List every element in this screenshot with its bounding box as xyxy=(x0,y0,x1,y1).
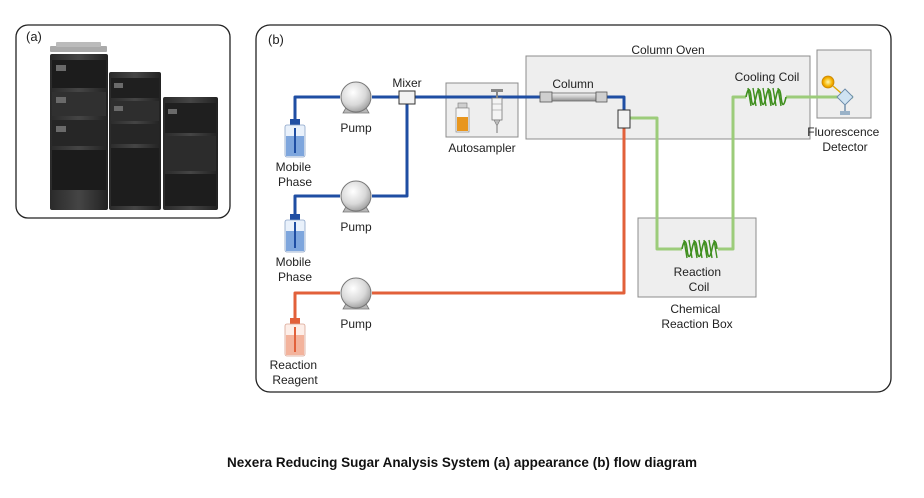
figure-caption: Nexera Reducing Sugar Analysis System (a… xyxy=(227,455,697,470)
chemical-reaction-box-label: Chemical Reaction Box xyxy=(661,302,732,331)
panel-a-label: (a) xyxy=(26,29,42,44)
mobile-phase-line-1 xyxy=(293,95,340,128)
cooling-coil-label: Cooling Coil xyxy=(735,70,800,84)
reaction-to-cooling-line xyxy=(718,95,746,251)
mobile-phase-bottle-1-icon xyxy=(284,119,306,158)
tee-connector xyxy=(617,109,631,129)
pump-3-icon xyxy=(340,277,372,310)
fluorescence-detector-label: Fluorescence Detector xyxy=(807,125,882,154)
reaction-coil xyxy=(681,239,718,259)
pump-1-icon xyxy=(340,81,372,114)
pump2-to-mixer-line xyxy=(372,104,409,198)
syringe-icon xyxy=(491,89,503,133)
column-to-tee-line xyxy=(607,95,626,110)
pump-3-label: Pump xyxy=(340,317,372,331)
fluorescence-detector-icon xyxy=(821,75,854,115)
pump-2-label: Pump xyxy=(340,220,372,234)
pump-1-label: Pump xyxy=(340,121,372,135)
mixer xyxy=(398,90,416,105)
reaction-reagent-bottle-icon xyxy=(284,318,306,357)
reaction-reagent-label: Reaction Reagent xyxy=(270,358,321,387)
column-oven-label: Column Oven xyxy=(631,43,704,57)
vial-icon xyxy=(455,102,470,133)
mobile-phase-2-label: Mobile Phase xyxy=(276,255,315,284)
mixer-label: Mixer xyxy=(392,76,421,90)
autosampler-label: Autosampler xyxy=(448,141,515,155)
pump-2-icon xyxy=(340,180,372,213)
panel-b-label: (b) xyxy=(268,32,284,47)
column-label: Column xyxy=(552,77,593,91)
column-icon xyxy=(539,91,608,103)
post-column-line xyxy=(630,116,682,251)
mobile-phase-line-2 xyxy=(293,194,340,222)
mobile-phase-1-label: Mobile Phase xyxy=(276,160,315,189)
flow-lines xyxy=(293,95,853,338)
cooling-coil xyxy=(745,87,787,107)
pump3-to-tee-line xyxy=(372,128,626,295)
mobile-phase-bottle-2-icon xyxy=(284,214,306,253)
reaction-coil-label: Reaction Coil xyxy=(674,265,725,294)
instrument-photo xyxy=(50,42,218,210)
